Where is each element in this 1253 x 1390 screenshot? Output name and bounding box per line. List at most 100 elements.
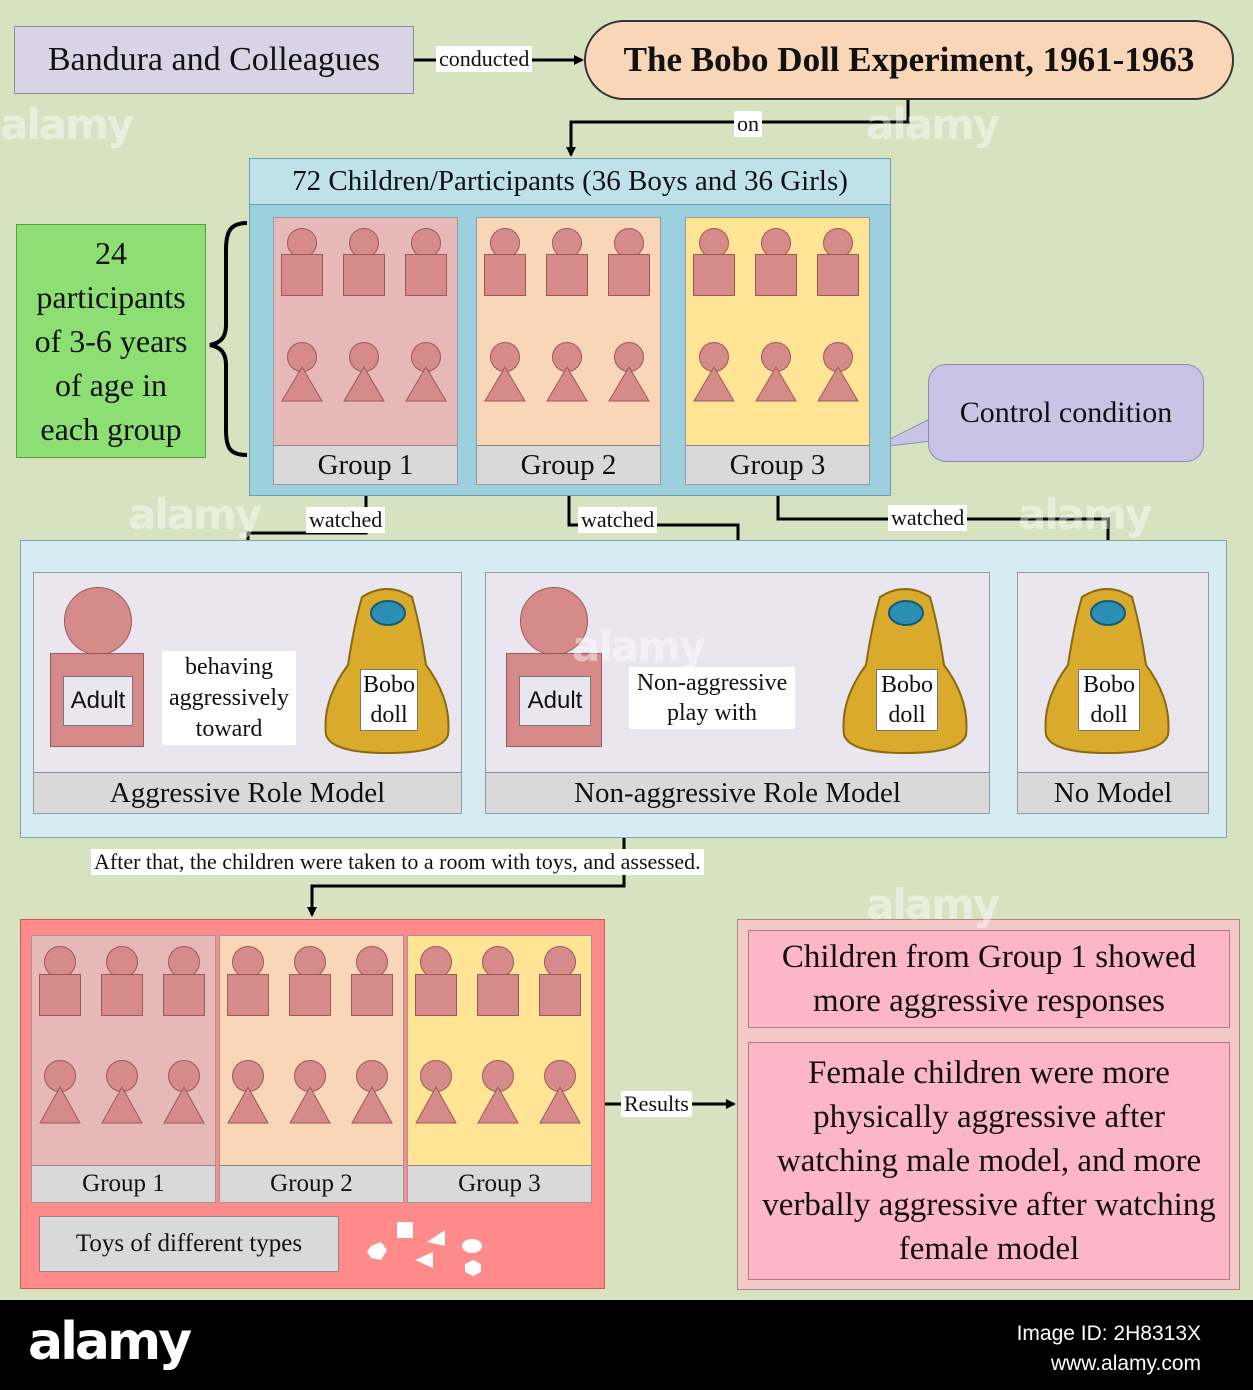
- boy-body-icon: [281, 254, 323, 296]
- boy-body-icon: [477, 974, 519, 1016]
- girl-body-icon: [539, 1086, 581, 1124]
- adult-label-box: Adult: [63, 676, 133, 726]
- boy-head-icon: [44, 946, 76, 978]
- boy-body-icon: [817, 254, 859, 296]
- girl-body-icon: [163, 1086, 205, 1124]
- aggressive-action-label: behaving aggressively toward: [162, 651, 296, 745]
- girl-body-icon: [343, 366, 385, 402]
- adult-head-icon: [64, 587, 132, 655]
- girl-body-icon: [546, 366, 588, 402]
- nonaggressive-panel: Adult Non-aggressive play with Bobo doll…: [485, 572, 990, 814]
- boy-head-icon: [552, 228, 582, 258]
- bobo-doll-icon: Bobo doll: [322, 585, 452, 755]
- boy-body-icon: [163, 974, 205, 1016]
- boy-head-icon: [287, 228, 317, 258]
- girl-body-icon: [281, 366, 323, 402]
- nonaggressive-action-label: Non-aggressive play with: [629, 667, 795, 729]
- aggressive-panel: Adult behaving aggressively toward Bobo …: [33, 572, 462, 814]
- girl-body-icon: [351, 1086, 393, 1124]
- bracket: [209, 221, 248, 457]
- boy-body-icon: [351, 974, 393, 1016]
- girl-head-icon: [420, 1060, 452, 1092]
- bobo-doll-icon: Bobo doll: [1042, 585, 1172, 755]
- conducted-label: conducted: [436, 46, 533, 72]
- bobo-doll-label: Bobo doll: [1078, 669, 1140, 731]
- toys-label: Toys of different types: [75, 1230, 303, 1257]
- participant-group-label: Group 1: [274, 445, 457, 484]
- after-label: After that, the children were taken to a…: [91, 849, 704, 875]
- boy-head-icon: [349, 228, 379, 258]
- boy-body-icon: [39, 974, 81, 1016]
- boy-body-icon: [415, 974, 457, 1016]
- age-note: 24 participants of 3-6 years of age in e…: [34, 235, 188, 447]
- alamy-logo: alamy: [28, 1312, 192, 1372]
- bandura-box: Bandura and Colleagues: [14, 26, 414, 94]
- adult-body-icon: Adult: [506, 653, 602, 747]
- adult-body-icon: Adult: [50, 653, 144, 747]
- site-url: www.alamy.com: [1050, 1352, 1201, 1375]
- footer-bar: alamy Image ID: 2H8313X www.alamy.com: [0, 1300, 1253, 1390]
- girl-body-icon: [39, 1086, 81, 1124]
- boy-head-icon: [106, 946, 138, 978]
- watched-label-1: watched: [306, 507, 386, 533]
- boy-body-icon: [693, 254, 735, 296]
- bobo-doll-icon: Bobo doll: [840, 585, 970, 755]
- room-group-label: Group 3: [408, 1165, 591, 1202]
- participant-group-label: Group 2: [477, 445, 660, 484]
- boy-head-icon: [699, 228, 729, 258]
- room-group-label: Group 2: [220, 1165, 403, 1202]
- participant-group-3: Group 3: [685, 217, 870, 485]
- girl-body-icon: [484, 366, 526, 402]
- boy-body-icon: [546, 254, 588, 296]
- no-model-panel: Bobo doll No Model: [1017, 572, 1209, 814]
- result-item-2: Female children were more physically agg…: [748, 1042, 1230, 1280]
- watched-label-2: watched: [578, 507, 658, 533]
- no-model-label: No Model: [1018, 772, 1208, 813]
- bobo-doll-label: Bobo doll: [876, 669, 938, 731]
- image-id: Image ID: 2H8313X: [1016, 1322, 1201, 1345]
- nonaggressive-role-model-label: Non-aggressive Role Model: [486, 772, 989, 813]
- girl-body-icon: [817, 366, 859, 402]
- room-group-3: Group 3: [407, 935, 592, 1203]
- participant-group-label: Group 3: [686, 445, 869, 484]
- boy-head-icon: [482, 946, 514, 978]
- age-note-box: 24 participants of 3-6 years of age in e…: [16, 224, 206, 458]
- toys-label-box: Toys of different types: [39, 1216, 339, 1272]
- participant-group-1: Group 1: [273, 217, 458, 485]
- experiment-title: The Bobo Doll Experiment, 1961-1963: [623, 40, 1195, 79]
- boy-body-icon: [405, 254, 447, 296]
- watched-label-3: watched: [888, 505, 968, 531]
- results-box: Children from Group 1 showed more aggres…: [737, 919, 1240, 1290]
- participant-group-2: Group 2: [476, 217, 661, 485]
- control-callout-text: Control condition: [959, 396, 1173, 429]
- girl-body-icon: [227, 1086, 269, 1124]
- girl-body-icon: [755, 366, 797, 402]
- boy-body-icon: [343, 254, 385, 296]
- adult-label: Adult: [70, 687, 126, 714]
- aggressive-role-model-label: Aggressive Role Model: [34, 772, 461, 813]
- girl-body-icon: [101, 1086, 143, 1124]
- girl-body-icon: [415, 1086, 457, 1124]
- participants-header: 72 Children/Participants (36 Boys and 36…: [250, 159, 890, 205]
- boy-body-icon: [289, 974, 331, 1016]
- adult-label-box: Adult: [519, 676, 591, 726]
- result-item-1: Children from Group 1 showed more aggres…: [748, 930, 1230, 1028]
- boy-body-icon: [484, 254, 526, 296]
- results-label: Results: [621, 1091, 692, 1117]
- experiment-title-box: The Bobo Doll Experiment, 1961-1963: [584, 20, 1234, 100]
- room-group-label: Group 1: [32, 1165, 215, 1202]
- boy-body-icon: [755, 254, 797, 296]
- boy-body-icon: [101, 974, 143, 1016]
- after-arrow: [307, 836, 626, 917]
- girl-body-icon: [693, 366, 735, 402]
- room-group-1: Group 1: [31, 935, 216, 1203]
- girl-body-icon: [608, 366, 650, 402]
- boy-head-icon: [614, 228, 644, 258]
- boy-head-icon: [490, 228, 520, 258]
- on-label: on: [734, 111, 762, 137]
- room-group-2: Group 2: [219, 935, 404, 1203]
- girl-body-icon: [405, 366, 447, 402]
- adult-head-icon: [520, 587, 588, 655]
- girl-body-icon: [477, 1086, 519, 1124]
- bandura-label: Bandura and Colleagues: [47, 41, 381, 78]
